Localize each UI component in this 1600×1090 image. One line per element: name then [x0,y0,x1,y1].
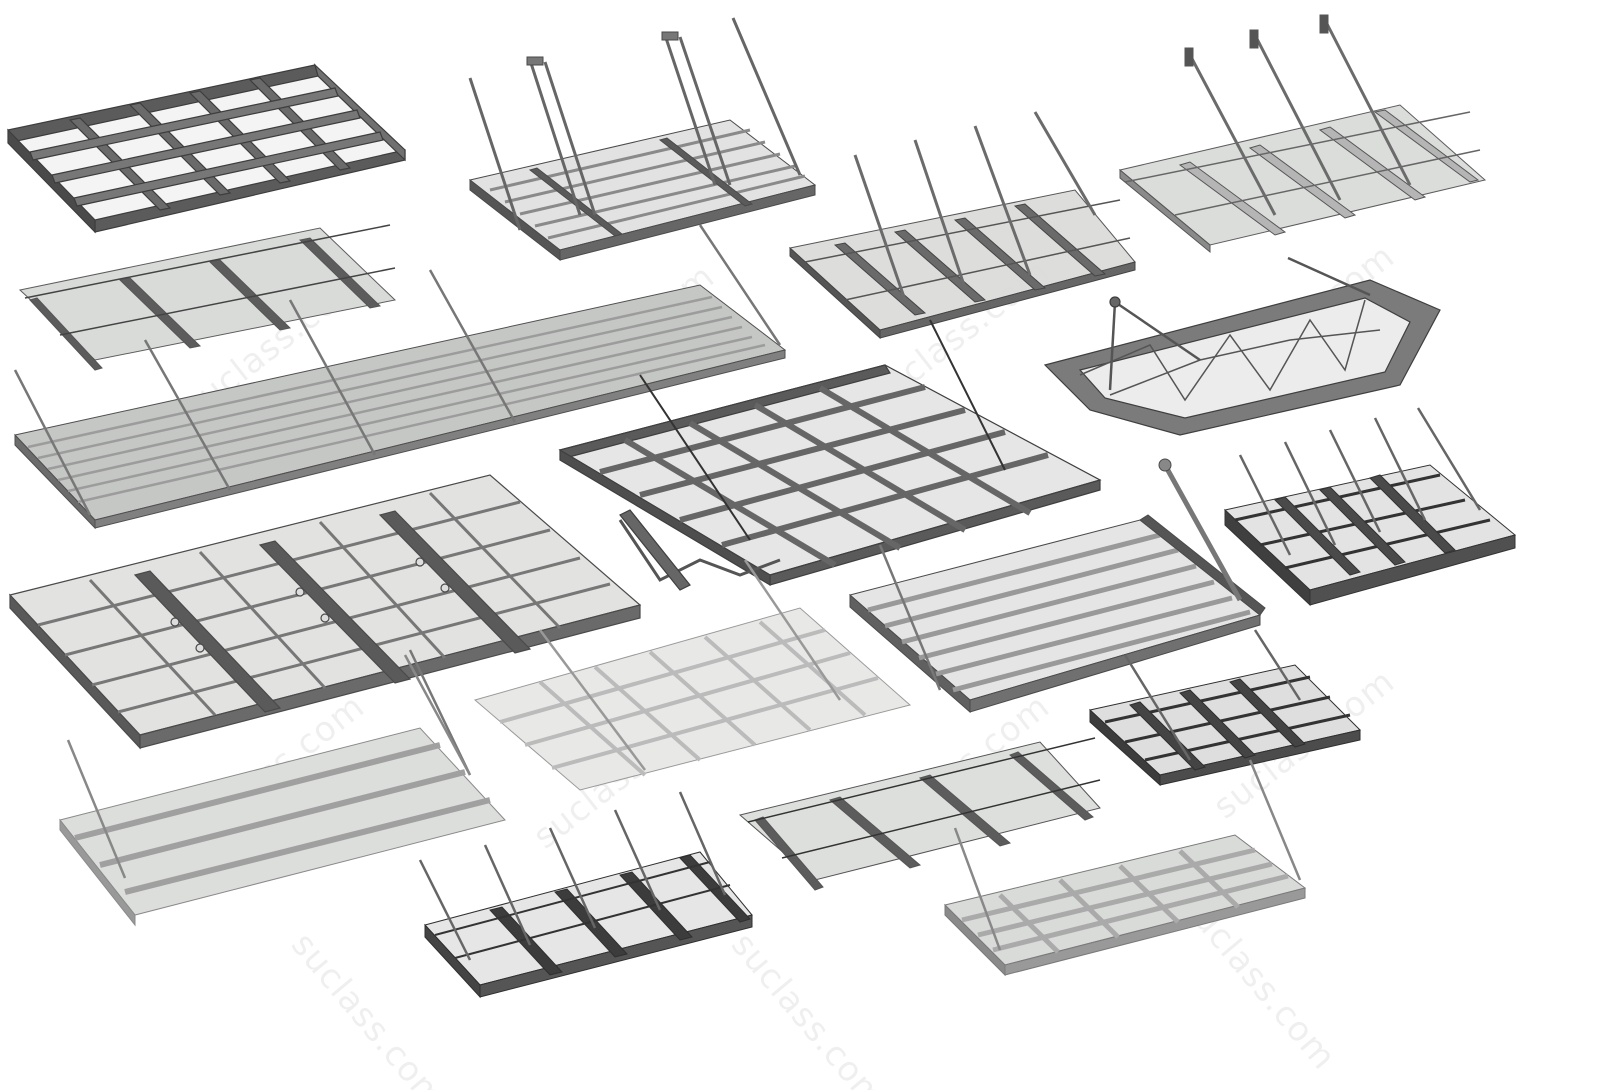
canopy-pale-glass-grid [473,559,912,791]
canopy-light-glass-three-bar [59,654,506,927]
canopy-glass-three-fins [738,737,1101,891]
watermark-text: suclass.com [723,925,894,1090]
canopy-glass-four-brackets-left [18,224,397,371]
canopy-small-dark-frame [1088,629,1361,787]
canopy-heavy-grid-frame [7,63,406,234]
watermark-text: suclass.com [283,925,454,1090]
canopy-perforated-beam-grid [8,474,642,776]
canopy-glass-three-brackets [1118,14,1487,254]
canopy-slatted-tie-rods [468,17,817,262]
canopy-long-slatted [13,224,787,530]
canopy-cantilever-bracket [418,791,753,999]
canopy-louvered-strut [848,458,1266,714]
canopy-glass-dark-frame-right [1223,407,1517,607]
canopy-grid-frame-truss [558,319,1102,591]
canopy-pale-grid-panel [944,759,1307,977]
canopy-hexagon-web [1043,256,1441,436]
canopy-glass-tie-rods-center [788,111,1136,340]
